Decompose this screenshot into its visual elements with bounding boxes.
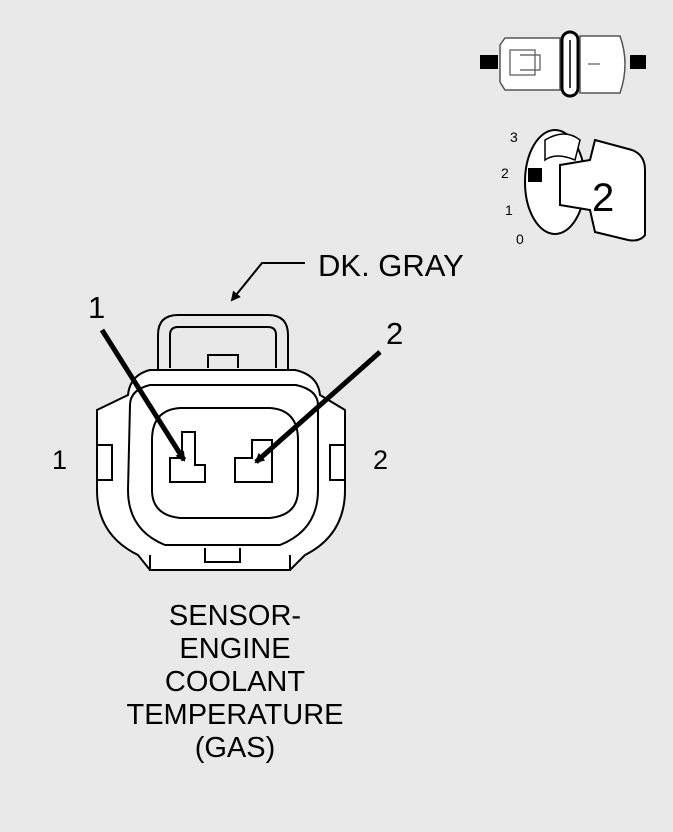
ignition-key-icon bbox=[524, 129, 646, 242]
key-position-number: 2 bbox=[592, 176, 615, 220]
wire-color-label: DK. GRAY bbox=[318, 248, 464, 283]
connector-mating-icon bbox=[480, 30, 646, 98]
key-scale-0: 0 bbox=[516, 231, 524, 247]
caption-line: SENSOR- bbox=[168, 600, 302, 632]
pin2-callout-label: 2 bbox=[386, 316, 404, 351]
key-scale-2: 2 bbox=[501, 165, 509, 181]
key-scale-1: 1 bbox=[505, 202, 513, 218]
right-side-pin-label: 2 bbox=[373, 445, 389, 475]
caption-line: ENGINE bbox=[179, 633, 291, 665]
caption-line: (GAS) bbox=[194, 732, 276, 764]
caption-line: TEMPERATURE bbox=[126, 699, 344, 731]
component-caption: SENSOR- ENGINE COOLANT TEMPERATURE (GAS) bbox=[80, 600, 390, 765]
caption-line: COOLANT bbox=[164, 666, 306, 698]
wire-color-leader bbox=[230, 262, 305, 302]
pin1-callout-arrow bbox=[99, 328, 187, 462]
left-side-pin-label: 1 bbox=[52, 445, 68, 475]
pin2-callout-arrow bbox=[254, 350, 382, 464]
pin1-callout-label: 1 bbox=[88, 290, 106, 325]
connector-body bbox=[96, 314, 346, 571]
key-scale-3: 3 bbox=[510, 129, 518, 145]
